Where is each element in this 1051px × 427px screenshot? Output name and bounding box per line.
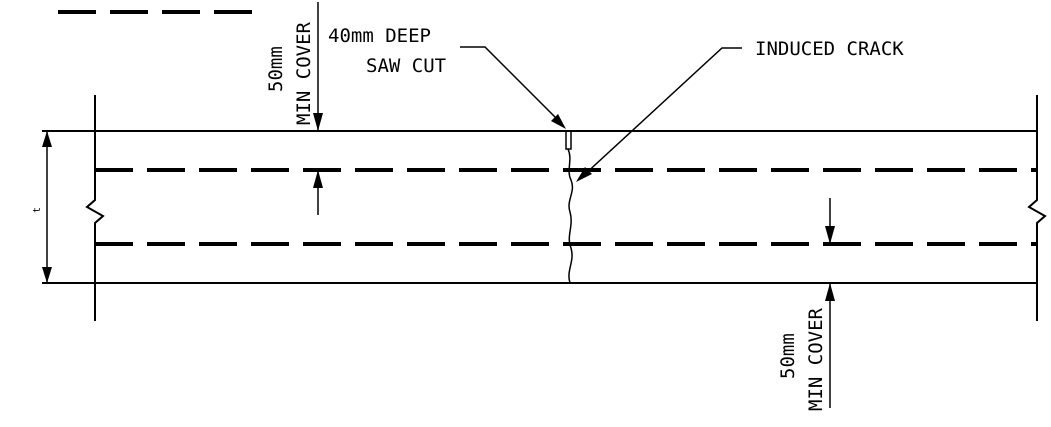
- induced-crack-label: INDUCED CRACK: [755, 38, 904, 60]
- saw-cut-leader: [460, 46, 566, 129]
- induced-crack-leader: [576, 47, 742, 182]
- right-break-line: [1027, 95, 1047, 321]
- induced-crack-line: [567, 148, 574, 284]
- top-cover-label-line1: 50mm: [265, 46, 287, 92]
- bottom-cover-label-line1: 50mm: [777, 333, 799, 379]
- bottom-cover-dimension: [825, 198, 835, 408]
- top-cover-dimension: [313, 2, 323, 215]
- saw-cut-label-line1: 40mm DEEP: [328, 25, 431, 47]
- left-break-line: [85, 95, 105, 321]
- thickness-label: t: [32, 207, 43, 213]
- thickness-dimension: [42, 131, 52, 283]
- saw-cut-notch: [565, 131, 572, 150]
- top-cover-label-line2: MIN COVER: [293, 21, 315, 125]
- saw-cut-label-line2: SAW CUT: [366, 55, 446, 77]
- bottom-cover-label-line2: MIN COVER: [805, 307, 827, 411]
